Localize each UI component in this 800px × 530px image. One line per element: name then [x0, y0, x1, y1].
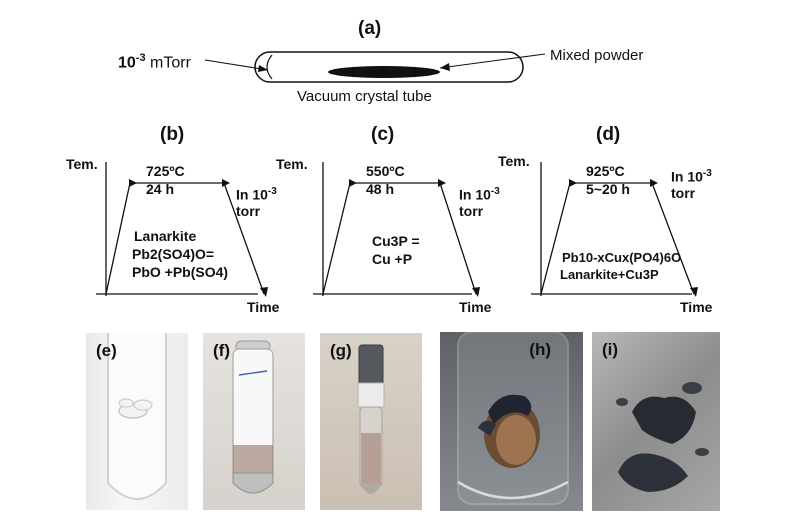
panel-c-line2: Cu +P — [372, 251, 413, 267]
panel-c-letter: (c) — [371, 124, 395, 145]
photo-e: (e) — [86, 333, 188, 510]
panel-b-profile — [105, 182, 265, 295]
panel-b-letter: (b) — [160, 124, 185, 145]
photo-i-label: (i) — [602, 340, 619, 359]
pressure-arrow — [204, 59, 269, 71]
panel-d-duration: 5~20 h — [586, 181, 630, 197]
photo-g-tube — [357, 344, 385, 494]
powder-shape — [328, 66, 440, 78]
panel-d-line1: Pb10-xCux(PO4)6O — [562, 250, 682, 265]
panel-d-xlabel: Time — [680, 299, 713, 315]
panel-b-line1: Lanarkite — [134, 228, 197, 244]
panel-d-profile — [540, 182, 695, 295]
photo-g: (g) — [320, 333, 422, 510]
panel-b-line3: PbO +Pb(SO4) — [132, 264, 229, 280]
photo-f-label: (f) — [213, 341, 230, 360]
panel-b-ylabel: Tem. — [66, 156, 98, 172]
panel-b-xlabel: Time — [247, 299, 280, 315]
mixed-powder-label: Mixed powder — [550, 47, 644, 64]
tube-outline — [254, 51, 524, 83]
panel-b-duration: 24 h — [146, 181, 175, 197]
panel-a-letter: (a) — [358, 18, 382, 39]
photo-h: (h) — [440, 332, 583, 511]
pressure-label: 10-3 mTorr — [118, 52, 191, 72]
photo-h-label: (h) — [529, 340, 551, 359]
panel-b-line2: Pb2(SO4)O= — [132, 246, 215, 262]
panel-c-line1: Cu3P = — [372, 233, 420, 249]
panel-c-duration: 48 h — [366, 181, 395, 197]
vacuum-tube-label: Vacuum crystal tube — [297, 88, 432, 105]
panel-d-letter: (d) — [596, 124, 621, 145]
photo-i-powder — [616, 382, 709, 492]
panel-c-profile — [322, 182, 477, 295]
tube-open-end — [266, 54, 273, 80]
panel-d-temp: 925ºC — [586, 163, 625, 179]
panel-c-plot — [313, 162, 480, 297]
photo-i: (i) — [592, 332, 720, 511]
panel-b-temp: 725ºC — [146, 163, 185, 179]
panel-c-ylabel: Tem. — [276, 156, 308, 172]
photo-g-label: (g) — [330, 341, 352, 360]
photo-f-tube — [232, 340, 274, 494]
panel-d-line2: Lanarkite+Cu3P — [560, 267, 659, 282]
photo-e-label: (e) — [96, 341, 117, 360]
panel-c-xlabel: Time — [459, 299, 492, 315]
panel-d-plot — [531, 162, 698, 297]
photo-f: (f) — [203, 333, 305, 510]
panel-b-plot — [96, 162, 268, 297]
photo-e-tube — [107, 333, 167, 500]
powder-arrow — [439, 53, 546, 69]
vacuum-tube-diagram — [204, 51, 546, 83]
photo-h-sample — [457, 332, 569, 505]
panel-c-temp: 550ºC — [366, 163, 405, 179]
panel-d-ylabel: Tem. — [498, 153, 530, 169]
